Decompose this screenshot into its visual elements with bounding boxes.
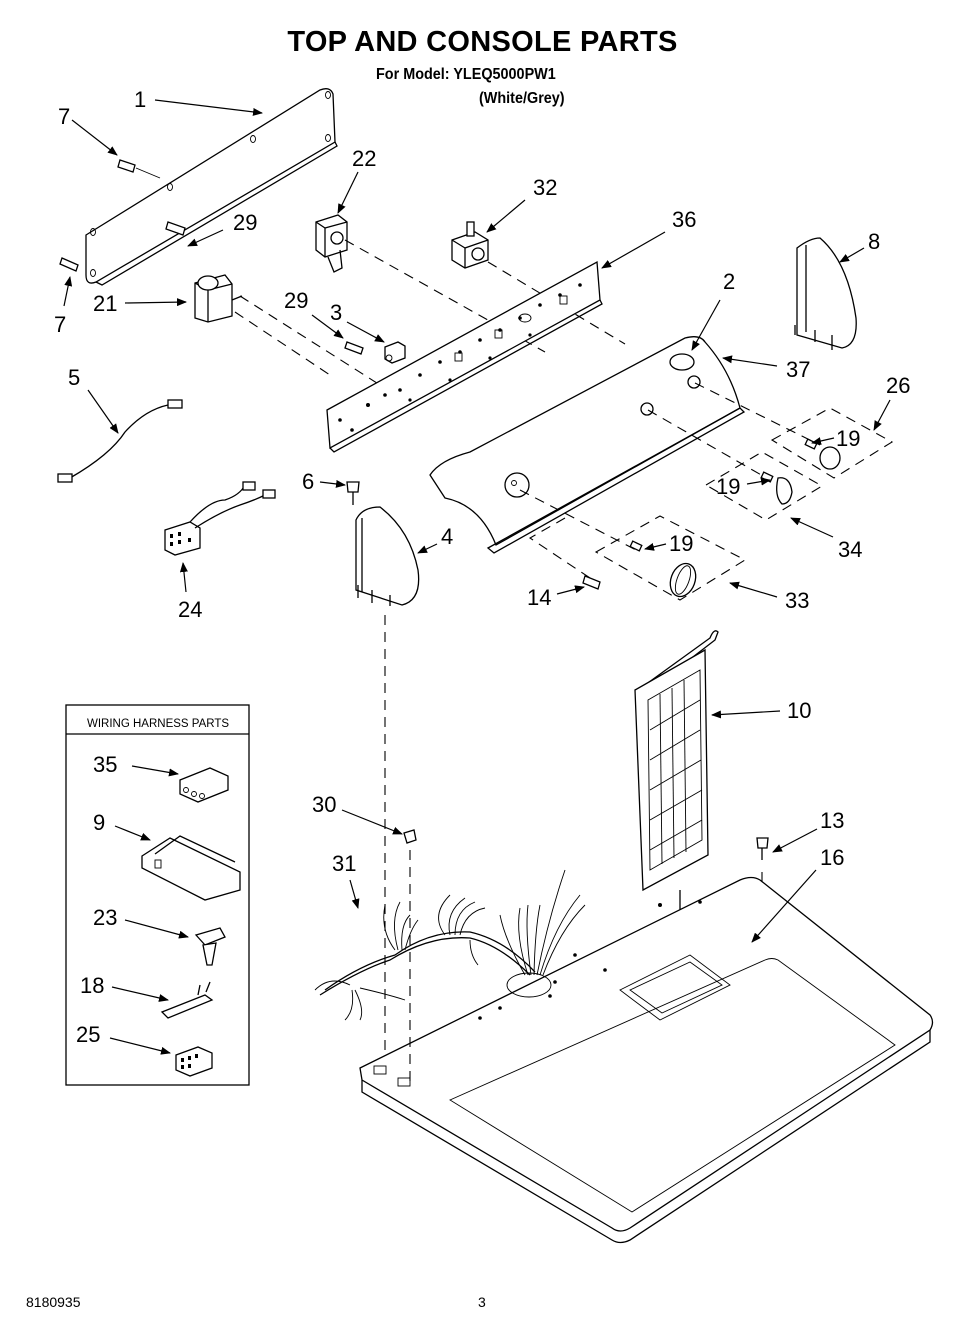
screw-part-29-upper	[165, 221, 186, 236]
callout-37: 37	[786, 357, 810, 382]
connector-part-9	[141, 835, 241, 901]
clip-part-23	[194, 927, 226, 966]
callout-33: 33	[785, 588, 809, 613]
switch-part-32	[451, 221, 626, 345]
document-number: 8180935	[26, 1294, 81, 1310]
clip-part-30	[403, 829, 417, 1085]
screw-part-7-lower	[59, 257, 79, 272]
callout-25: 25	[76, 1022, 100, 1047]
callout-19-c: 19	[669, 531, 693, 556]
callout-19-b: 19	[716, 474, 740, 499]
callout-18: 18	[80, 973, 104, 998]
callout-29-upper: 29	[233, 210, 257, 235]
wire-part-5	[57, 399, 183, 483]
lint-screen-part-10	[634, 630, 719, 945]
dryer-top-part-16	[359, 876, 934, 1244]
callout-30: 30	[312, 792, 336, 817]
callout-32: 32	[533, 175, 557, 200]
wiring-harness-parts-box: WIRING HARNESS PARTS 35 9 23 18	[65, 704, 250, 1086]
callout-7-lower: 7	[54, 312, 66, 337]
callout-29-lower: 29	[284, 288, 308, 313]
callout-22: 22	[352, 146, 376, 171]
bracket-part-3	[384, 341, 406, 364]
wiring-harness-box-title: WIRING HARNESS PARTS	[87, 718, 229, 730]
harness-part-24	[164, 481, 276, 556]
knob-assembly-part-26	[770, 407, 894, 479]
end-cap-part-8	[794, 237, 857, 350]
callout-26: 26	[886, 373, 910, 398]
callout-24: 24	[178, 597, 202, 622]
console-part-37	[429, 336, 821, 579]
callout-16: 16	[820, 845, 844, 870]
timer-part-21	[194, 274, 381, 386]
control-bracket-part-36	[326, 260, 603, 453]
callout-36: 36	[672, 207, 696, 232]
connector-part-25	[175, 1046, 213, 1077]
callout-14: 14	[527, 585, 551, 610]
screw-part-29-lower	[344, 341, 364, 355]
connector-part-35	[179, 767, 229, 803]
callout-1: 1	[134, 87, 146, 112]
model-number: For Model: YLEQ5000PW1	[376, 66, 556, 83]
callout-8: 8	[868, 229, 880, 254]
callout-3: 3	[330, 300, 342, 325]
callout-19-a: 19	[836, 426, 860, 451]
screw-part-14	[582, 575, 601, 590]
callout-2: 2	[723, 269, 735, 294]
callout-7-upper: 7	[58, 104, 70, 129]
callout-5: 5	[68, 365, 80, 390]
wire-harness-part-31	[314, 869, 586, 1021]
page-title: TOP AND CONSOLE PARTS	[287, 26, 678, 58]
callout-6: 6	[302, 469, 314, 494]
knob-assembly-part-33	[594, 515, 747, 601]
screw-part-6	[346, 481, 360, 505]
end-cap-part-4	[355, 506, 420, 1080]
callout-9: 9	[93, 810, 105, 835]
callout-34: 34	[838, 537, 862, 562]
terminal-part-18	[160, 981, 214, 1019]
color-variant: (White/Grey)	[479, 90, 565, 107]
callout-21: 21	[93, 291, 117, 316]
console-back-panel	[85, 88, 338, 286]
callout-23: 23	[93, 905, 117, 930]
page-number: 3	[478, 1294, 486, 1310]
callout-31: 31	[332, 851, 356, 876]
callout-35: 35	[93, 752, 117, 777]
callout-4: 4	[441, 524, 453, 549]
screw-part-7-upper	[117, 159, 161, 179]
callout-10: 10	[787, 698, 811, 723]
callout-13: 13	[820, 808, 844, 833]
